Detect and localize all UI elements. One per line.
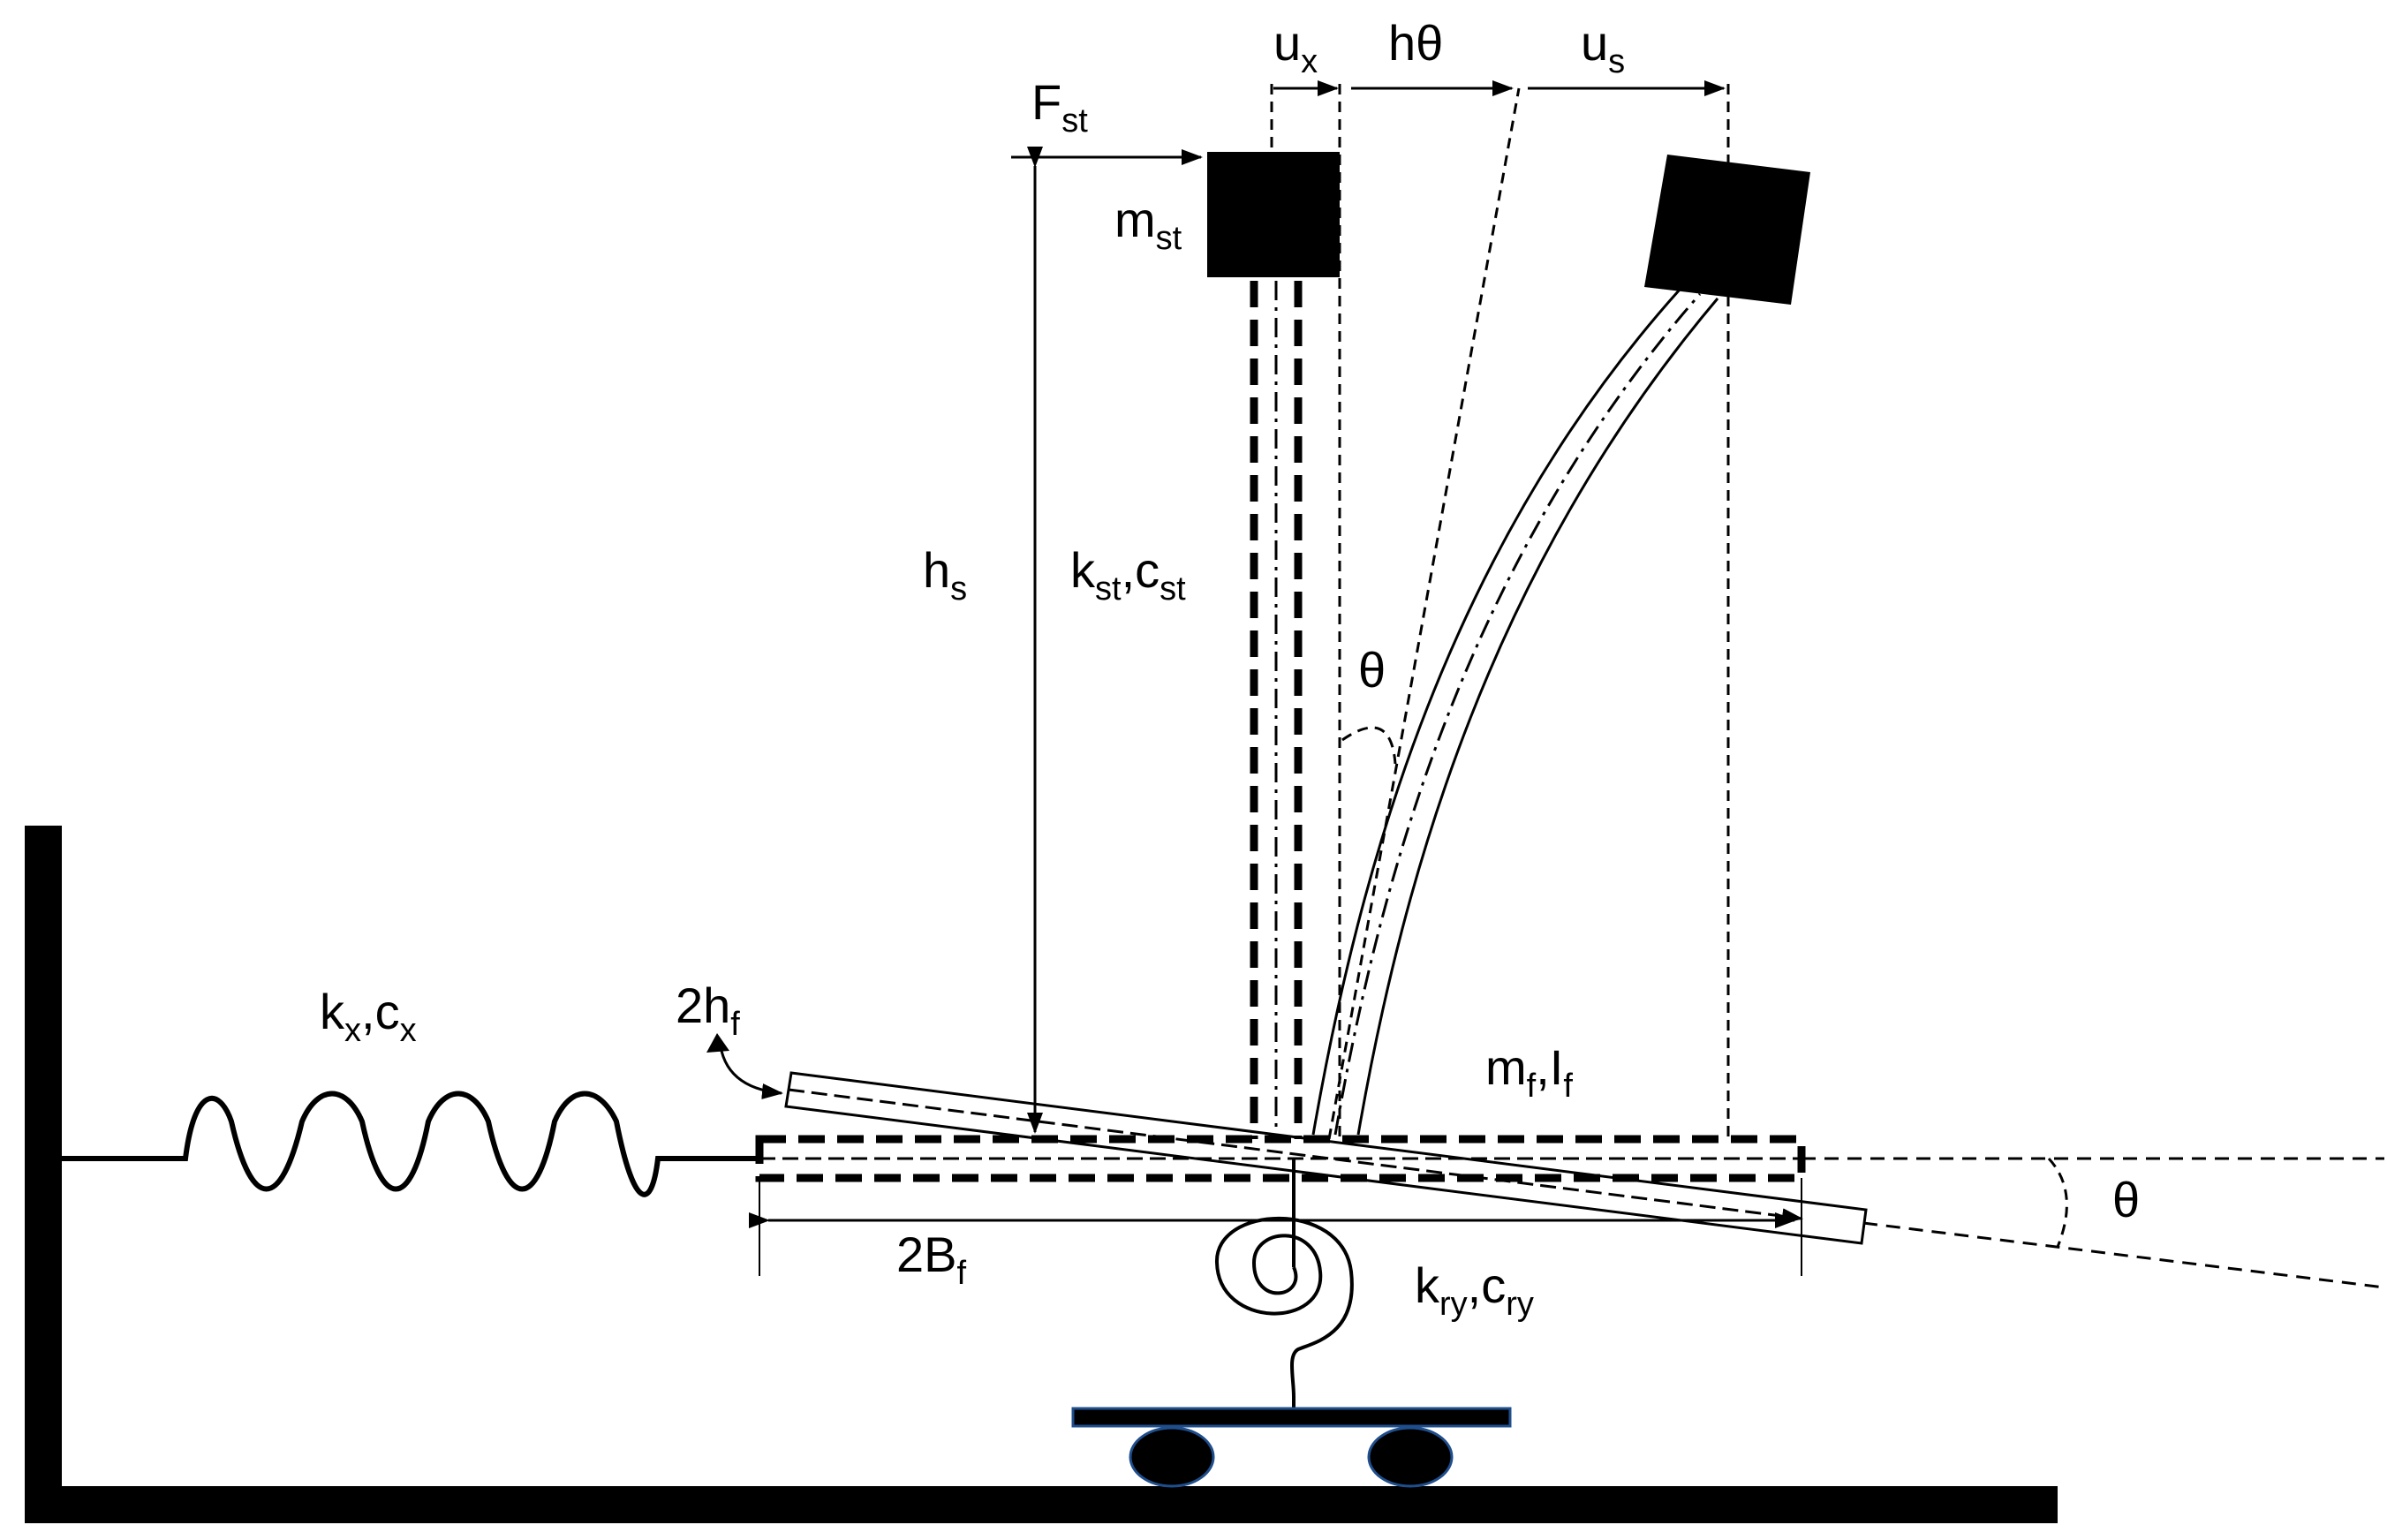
- theta-arc-column: [1341, 726, 1397, 765]
- cart-platform: [1071, 1407, 1512, 1428]
- thickness-leader-arrow: [718, 1039, 783, 1099]
- label-htheta: hθ: [1388, 15, 1443, 71]
- rotated-reference-line: [1862, 1221, 2385, 1289]
- label-2hf: 2hf: [676, 978, 740, 1043]
- label-mf-if: mf,If: [1485, 1039, 1573, 1105]
- horizontal-spring: [62, 1091, 759, 1197]
- label-theta-foundation: θ: [2112, 1172, 2140, 1227]
- mass-deformed: [1644, 155, 1810, 305]
- label-kst-cst: kst,cst: [1070, 542, 1186, 608]
- label-kry-cry: kry,cry: [1415, 1257, 1534, 1323]
- column-deformed-left: [1311, 288, 1681, 1136]
- label-2bf: 2Bf: [896, 1227, 967, 1292]
- label-ux: ux: [1273, 15, 1318, 80]
- rigid-rotation-reference: [1327, 87, 1521, 1140]
- thickness-leader-head: [706, 1033, 729, 1053]
- cart-wheel-left: [1129, 1426, 1215, 1488]
- cart-wheel-right: [1367, 1426, 1454, 1488]
- foundation-rotated-centerline: [788, 1088, 1803, 1225]
- foundation-rotated: [784, 1071, 1868, 1245]
- column-deformed-centerline: [1333, 293, 1702, 1136]
- ground-wall: [25, 826, 62, 1523]
- column-deformed-right: [1356, 298, 1719, 1136]
- label-kx-cx: kx,cx: [320, 984, 417, 1049]
- label-us: us: [1581, 15, 1625, 80]
- label-fst: Fst: [1031, 74, 1088, 140]
- rotational-spring-coil: [1214, 1216, 1354, 1398]
- theta-arc-right: [2047, 1157, 2068, 1248]
- label-mst: mst: [1114, 192, 1182, 257]
- label-hs: hs: [923, 542, 967, 608]
- label-theta-column: θ: [1358, 642, 1386, 698]
- mass-undeformed: [1207, 152, 1340, 277]
- ground-floor: [25, 1486, 2058, 1523]
